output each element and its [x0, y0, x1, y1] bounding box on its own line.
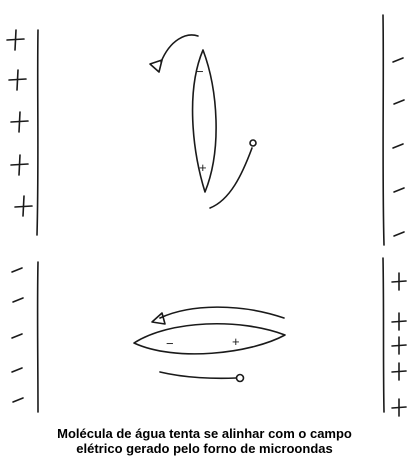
bottom-right-plate — [383, 258, 384, 412]
bottom-right-plus-3 — [392, 337, 406, 354]
bottom-flow-end-circle — [237, 375, 244, 382]
bottom-right-plus-1 — [392, 273, 406, 290]
top-right-minus-3 — [393, 144, 403, 148]
bottom-molecule-left-charge: − — [166, 336, 174, 351]
top-left-plus-3 — [11, 112, 28, 132]
top-left-plate — [37, 30, 38, 235]
bottom-right-plus-2 — [392, 313, 406, 330]
bottom-flow-line-lower — [160, 372, 236, 378]
bottom-left-minus-5 — [13, 398, 23, 402]
top-left-plus-4 — [11, 155, 28, 175]
microwave-diagram: − + — [0, 0, 409, 420]
bottom-left-minus-4 — [12, 368, 22, 372]
top-rotation-arrow-upper — [161, 35, 198, 62]
top-right-plate — [383, 15, 384, 245]
bottom-left-minus-2 — [13, 298, 23, 302]
top-arrow-end-circle — [250, 140, 256, 146]
top-right-minus-1 — [393, 58, 403, 62]
top-rotation-arrow-lower — [210, 148, 252, 208]
caption-line-2: elétrico gerado pelo forno de microondas — [0, 441, 409, 456]
top-left-plus-2 — [9, 70, 26, 90]
caption-line-1: Molécula de água tenta se alinhar com o … — [0, 426, 409, 441]
top-molecule-top-charge: − — [196, 64, 204, 79]
top-right-minus-5 — [394, 232, 404, 236]
bottom-left-minus-1 — [12, 268, 22, 272]
bottom-molecule — [134, 324, 285, 354]
bottom-arrowhead — [152, 313, 165, 324]
top-left-plus-5 — [15, 196, 32, 216]
bottom-right-plus-4 — [392, 363, 406, 380]
bottom-molecule-right-charge: + — [232, 334, 240, 349]
top-right-minus-2 — [394, 100, 404, 104]
bottom-left-minus-3 — [12, 334, 22, 338]
top-molecule-bottom-charge: + — [199, 160, 207, 175]
bottom-right-plus-5 — [392, 399, 406, 416]
top-arrowhead-upper — [150, 60, 162, 72]
top-left-plus-1 — [7, 30, 24, 50]
diagram-caption: Molécula de água tenta se alinhar com o … — [0, 426, 409, 456]
bottom-flow-line-upper — [160, 307, 284, 318]
top-right-minus-4 — [394, 188, 404, 192]
